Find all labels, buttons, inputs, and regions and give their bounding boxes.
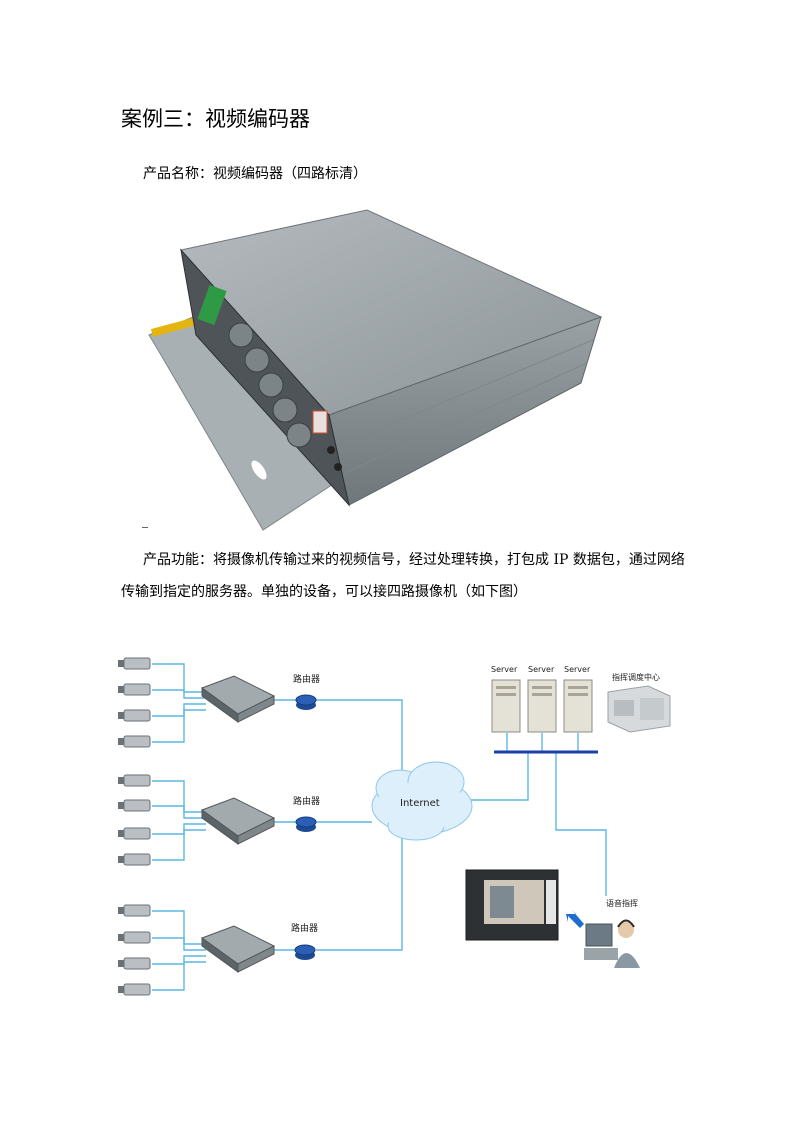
server-label-3: Server — [564, 665, 591, 674]
bnc-connectors — [228, 322, 312, 448]
camera-icon — [123, 657, 151, 996]
router-label-2: 路由器 — [293, 795, 320, 807]
internet-label: Internet — [400, 798, 440, 809]
product-function-line1: 产品功能：将摄像机传输过来的视频信号，经过处理转换，打包成 IP 数据包，通过网… — [143, 552, 685, 568]
voice-command-label: 语音指挥 — [606, 898, 638, 908]
page-heading: 案例三：视频编码器 — [121, 107, 310, 131]
router-label-3: 路由器 — [291, 922, 318, 934]
monitor-icon — [465, 869, 559, 941]
product-function-line2: 传输到指定的服务器。单独的设备，可以接四路摄像机（如下图） — [121, 584, 527, 600]
encoder-photo — [148, 209, 603, 531]
product-name: 产品名称：视频编码器（四路标清） — [143, 166, 367, 182]
photo-caption-mark — [142, 527, 148, 528]
network-diagram: 路由器 路由器 路由器 Internet Server Server Serve… — [118, 657, 671, 996]
router-icon — [294, 694, 317, 960]
command-center-label: 指挥调度中心 — [612, 672, 660, 682]
router-label-1: 路由器 — [293, 673, 320, 685]
operator-icon — [584, 919, 640, 968]
server-label-2: Server — [528, 665, 555, 674]
encoder-icon — [200, 675, 276, 973]
building-icon — [607, 685, 671, 733]
link-lines — [152, 663, 607, 991]
server-label-1: Server — [491, 665, 518, 674]
arrow-icon — [566, 910, 584, 928]
